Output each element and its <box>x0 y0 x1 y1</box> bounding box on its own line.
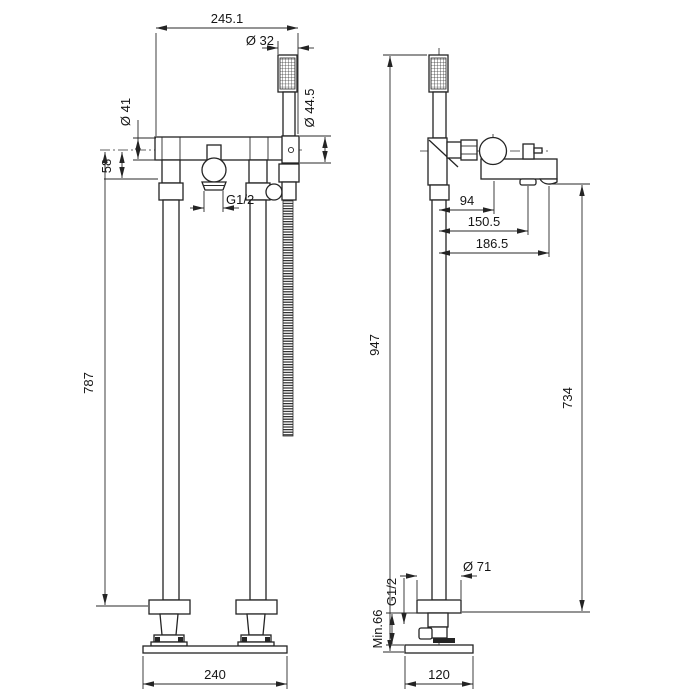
diverter-knob <box>478 136 508 166</box>
dim-aerator-offset-label: 150.5 <box>468 214 501 229</box>
dim-inlet-thread-label: G1/2 <box>384 578 399 606</box>
mounting-clamp <box>433 638 455 643</box>
right-riser-pipe <box>249 199 267 601</box>
escutcheon-flange <box>416 599 462 614</box>
dim-handshower-dia: Ø 32 <box>246 33 314 54</box>
holder-screw <box>287 146 295 154</box>
dim-riser-height: 787 <box>81 152 148 607</box>
spout-tip <box>538 178 558 185</box>
right-flange-taper <box>246 613 266 636</box>
dim-knob-offset-label: 94 <box>460 193 474 208</box>
spout-ball <box>201 157 227 183</box>
front-base-plate <box>142 645 288 654</box>
dim-inlet-thread: G1/2 <box>384 578 407 624</box>
dim-spout-reach-label: 186.5 <box>476 236 509 251</box>
dim-holder-dia-label: Ø 44.5 <box>302 88 317 127</box>
dim-aerator-offset: 150.5 <box>439 186 529 235</box>
hose-connector-upper <box>278 163 300 183</box>
mount-screw <box>155 637 160 642</box>
side-handshower-spray-face <box>430 57 447 90</box>
elbow-miter-line <box>428 139 459 168</box>
dim-min-height: Min.66 <box>370 609 418 649</box>
left-riser-pipe <box>162 199 180 601</box>
right-riser-stub <box>248 159 268 184</box>
dim-riser-height-label: 787 <box>81 372 96 394</box>
hose-swivel-ball <box>265 183 283 201</box>
side-riser-nut <box>429 184 450 201</box>
dim-spout-drop-label: 58 <box>99 159 114 173</box>
left-riser-nut <box>158 182 184 201</box>
handshower-spray-face <box>279 57 296 90</box>
handle-tip <box>533 147 543 154</box>
dim-outlet-thread: G1/2 <box>190 191 254 212</box>
left-riser-stub <box>161 159 181 184</box>
side-elbow <box>427 137 448 186</box>
dim-spout-outlet-height: 734 <box>462 183 590 613</box>
dim-total-height-label: 947 <box>367 334 382 356</box>
mixer-body <box>154 136 299 161</box>
dim-spout-outlet-height-label: 734 <box>560 387 575 409</box>
handle-stem <box>522 143 535 160</box>
dim-base-depth-label: 120 <box>428 667 450 682</box>
mount-screw <box>265 637 270 642</box>
dim-base-width-label: 240 <box>204 667 226 682</box>
dim-escutcheon-dia-label: Ø 71 <box>463 559 491 574</box>
handshower-handle <box>282 91 296 137</box>
dim-escutcheon-dia: Ø 71 <box>400 559 491 599</box>
dim-total-height: 947 <box>367 54 427 653</box>
dim-overall-width-label: 245.1 <box>211 11 244 26</box>
front-view: 245.1 Ø 32 Ø 44.5 Ø 41 58 <box>81 11 331 689</box>
connection-nut <box>460 139 478 161</box>
mount-screw <box>242 637 247 642</box>
dim-handshower-dia-label: Ø 32 <box>246 33 274 48</box>
side-base-plate <box>404 644 474 654</box>
left-floor-flange <box>148 599 191 615</box>
base-block <box>427 612 449 628</box>
dim-min-height-label: Min.66 <box>370 609 385 648</box>
elbow-outlet <box>446 141 462 159</box>
dim-body-dia: Ø 41 <box>118 98 156 161</box>
dim-body-dia-label: Ø 41 <box>118 98 133 126</box>
side-aerator <box>519 178 537 186</box>
dim-spout-reach: 186.5 <box>439 186 550 257</box>
spout-aerator <box>201 181 227 191</box>
handshower-holder <box>281 135 300 164</box>
side-view: 94 150.5 186.5 947 734 <box>367 48 590 689</box>
side-body-bar <box>480 158 558 180</box>
dim-base-width: 240 <box>142 656 288 689</box>
dim-knob-offset: 94 <box>439 181 495 214</box>
hose-connector-lower <box>281 181 297 201</box>
dim-base-depth: 120 <box>404 656 474 689</box>
dim-spout-drop: 58 <box>99 152 158 180</box>
side-handshower-handle <box>432 91 447 139</box>
dim-overall-width: 245.1 <box>155 11 299 136</box>
dim-outlet-thread-label: G1/2 <box>226 192 254 207</box>
side-riser-pipe <box>431 199 447 601</box>
shower-hose <box>282 199 294 437</box>
left-flange-taper <box>159 613 179 636</box>
inlet-fitting <box>418 627 433 640</box>
base-block-lower <box>430 626 448 639</box>
dim-holder-dia: Ø 44.5 <box>300 88 331 164</box>
right-floor-flange <box>235 599 278 615</box>
mount-screw <box>178 637 183 642</box>
